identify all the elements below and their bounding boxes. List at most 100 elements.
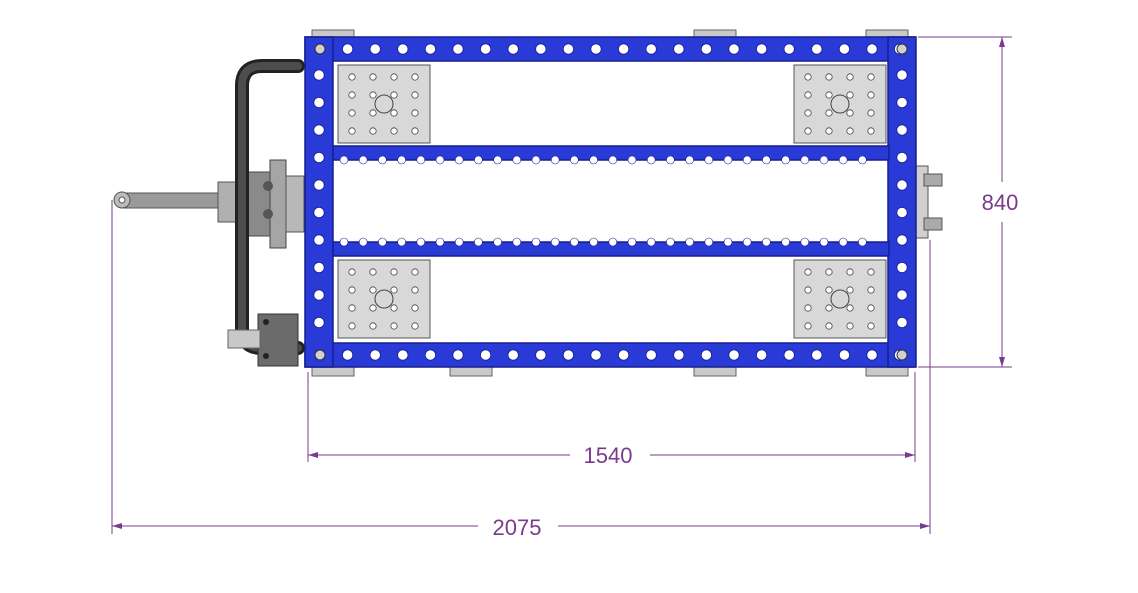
plate-hole <box>369 73 377 81</box>
plate-hole <box>867 286 875 294</box>
rail-notch <box>800 155 810 165</box>
rail-hole <box>369 43 381 55</box>
rail-notch <box>550 155 560 165</box>
plate-hole <box>411 73 419 81</box>
plate-hole <box>369 109 377 117</box>
rail-notch <box>531 155 541 165</box>
plate-hole <box>804 268 812 276</box>
plate-hole <box>804 73 812 81</box>
rail-notch <box>512 155 522 165</box>
rail-notch <box>397 155 406 165</box>
rail-notch <box>800 237 810 247</box>
rail-hole <box>728 43 740 55</box>
rail-notch <box>838 155 848 165</box>
plate-hole <box>804 109 812 117</box>
plate-hole <box>369 127 377 135</box>
rail-hole <box>507 349 519 361</box>
rail-hole <box>896 289 908 301</box>
rail-notch <box>666 237 675 247</box>
plate-hole <box>846 322 854 330</box>
plate-hole <box>390 304 398 312</box>
plate-hole <box>411 322 419 330</box>
corner-bolt <box>314 349 326 361</box>
rail-notch <box>416 155 426 165</box>
rail-hole <box>369 349 381 361</box>
rail-hole <box>313 206 325 219</box>
plate-hole <box>846 91 854 99</box>
rail-hole <box>617 349 630 361</box>
plate-hole <box>348 304 356 312</box>
rail-hole <box>617 43 630 55</box>
plate-hole <box>846 73 854 81</box>
plate-hole <box>846 304 854 312</box>
rail-hole <box>811 43 823 55</box>
rail-notch <box>819 155 829 165</box>
rail-notch <box>646 155 656 165</box>
frame-rail <box>304 342 916 368</box>
rail-hole <box>479 43 492 55</box>
plate-hole <box>846 109 854 117</box>
plate-center <box>830 94 850 114</box>
frame-rail <box>304 36 334 368</box>
rail-hole <box>313 96 325 109</box>
plate-hole <box>846 268 854 276</box>
rail-hole <box>755 43 768 55</box>
plate-hole <box>804 304 812 312</box>
rail-hole <box>896 96 908 109</box>
rail-notch <box>493 237 502 247</box>
plate-hole <box>804 127 812 135</box>
rail-hole <box>313 234 325 246</box>
plate-hole <box>825 286 833 294</box>
rail-hole <box>673 349 685 361</box>
rail-notch <box>378 237 387 247</box>
plate-hole <box>348 109 356 117</box>
rail-hole <box>397 43 409 55</box>
rail-hole <box>673 43 685 55</box>
plate-hole <box>348 286 356 294</box>
plate-hole <box>825 73 833 81</box>
rail-hole <box>452 349 464 361</box>
plate-hole <box>348 322 356 330</box>
dimension-width-inner: 1540 <box>584 443 633 468</box>
rail-hole <box>700 43 713 55</box>
rail-notch <box>627 237 637 247</box>
plate-hole <box>348 127 356 135</box>
rail-notch <box>742 237 752 247</box>
rail-hole <box>783 43 795 55</box>
plate-hole <box>369 91 377 99</box>
dimension-lines <box>111 36 1012 534</box>
rail-hole <box>896 261 908 274</box>
rail-hole <box>700 349 713 361</box>
plate-hole <box>867 127 875 135</box>
rail-hole <box>645 43 657 55</box>
rail-hole <box>452 43 464 55</box>
caster-mount-plate <box>793 64 887 144</box>
rail-notch <box>723 237 733 247</box>
plate-hole <box>369 322 377 330</box>
plate-hole <box>390 268 398 276</box>
plate-hole <box>411 109 419 117</box>
plate-hole <box>411 91 419 99</box>
rail-hole <box>313 151 325 164</box>
rail-notch <box>339 237 349 247</box>
plate-hole <box>369 286 377 294</box>
rail-hole <box>838 349 851 361</box>
rail-notch <box>742 155 752 165</box>
rail-hole <box>479 349 492 361</box>
rail-hole <box>562 349 575 361</box>
rail-notch <box>416 237 426 247</box>
plate-hole <box>825 91 833 99</box>
rail-hole <box>896 124 908 136</box>
rail-hole <box>645 349 657 361</box>
rail-hole <box>535 43 547 55</box>
plate-hole <box>867 304 875 312</box>
plate-hole <box>846 127 854 135</box>
dimension-width-total: 2075 <box>493 515 542 540</box>
plate-hole <box>867 73 875 81</box>
plate-hole <box>867 91 875 99</box>
rail-notch <box>474 155 483 165</box>
rail-notch <box>666 155 675 165</box>
rail-notch <box>838 237 848 247</box>
rail-hole <box>424 349 436 361</box>
